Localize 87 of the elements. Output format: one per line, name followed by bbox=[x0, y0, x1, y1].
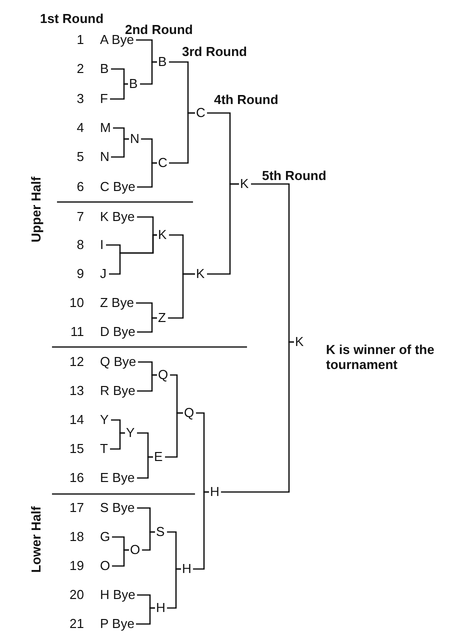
bracket-line bbox=[168, 273, 195, 319]
bracket-line bbox=[112, 549, 129, 567]
serial-number: 8 bbox=[76, 237, 84, 252]
entry-name: H bbox=[210, 484, 220, 499]
round-heading: 1st Round bbox=[40, 11, 104, 26]
bracket-line bbox=[207, 183, 239, 275]
entry-name: C Bye bbox=[100, 179, 136, 194]
serial-number: 6 bbox=[76, 179, 84, 194]
entry-name: C bbox=[196, 105, 206, 120]
round-heading: 3rd Round bbox=[182, 44, 247, 59]
entry-name: H Bye bbox=[100, 587, 136, 602]
bracket-line bbox=[137, 374, 157, 392]
entry-name: K bbox=[240, 176, 249, 191]
entry-name: H bbox=[182, 561, 192, 576]
entry-name: J bbox=[100, 266, 106, 281]
half-label: Upper Half bbox=[28, 176, 44, 244]
serial-number: 16 bbox=[70, 470, 84, 485]
entry-name: B bbox=[100, 61, 109, 76]
entry-name: M bbox=[100, 120, 111, 135]
entry-name: F bbox=[100, 91, 108, 106]
entry-name: K bbox=[295, 334, 304, 349]
serial-number: 13 bbox=[70, 383, 84, 398]
entry-name: P Bye bbox=[100, 616, 134, 631]
serial-number: 21 bbox=[70, 616, 84, 631]
serial-number: 2 bbox=[76, 61, 84, 76]
bracket-line bbox=[169, 112, 195, 164]
entry-name: S Bye bbox=[100, 500, 135, 515]
serial-number: 1 bbox=[76, 32, 84, 47]
entry-name: H bbox=[156, 600, 166, 615]
winner-note: K is winner of the tournament bbox=[326, 342, 436, 372]
serial-number: 19 bbox=[70, 558, 84, 573]
serial-number: 5 bbox=[76, 149, 84, 164]
entry-name: I bbox=[100, 237, 104, 252]
entry-name: Y bbox=[126, 425, 135, 440]
serial-number: 7 bbox=[76, 209, 84, 224]
entry-name: K bbox=[196, 266, 205, 281]
serial-number: 10 bbox=[70, 295, 84, 310]
entry-name: N bbox=[100, 149, 110, 164]
round-heading: 4th Round bbox=[214, 92, 278, 107]
entry-name: B bbox=[129, 76, 138, 91]
entry-name: Q Bye bbox=[100, 354, 136, 369]
bracket-line bbox=[137, 162, 157, 188]
entry-name: G bbox=[100, 529, 110, 544]
bracket-line bbox=[111, 138, 129, 158]
entry-name: N bbox=[130, 131, 140, 146]
bracket-line bbox=[165, 412, 183, 458]
entry-name: D Bye bbox=[100, 324, 136, 339]
serial-number: 3 bbox=[76, 91, 84, 106]
entry-name: B bbox=[158, 54, 167, 69]
serial-number: 9 bbox=[76, 266, 84, 281]
entry-name: E Bye bbox=[100, 470, 135, 485]
bracket-line bbox=[109, 234, 157, 275]
entry-name: O bbox=[130, 542, 140, 557]
bracket-line bbox=[193, 491, 209, 570]
entry-name: K Bye bbox=[100, 209, 135, 224]
round-heading: 2nd Round bbox=[125, 22, 193, 37]
entry-name: E bbox=[154, 449, 163, 464]
bracket-line bbox=[137, 456, 153, 479]
bracket-line bbox=[136, 607, 155, 625]
bracket-line bbox=[137, 317, 157, 333]
serial-number: 4 bbox=[76, 120, 84, 135]
bracket-line bbox=[110, 83, 128, 100]
entry-name: Z bbox=[158, 310, 166, 325]
serial-number: 14 bbox=[70, 412, 84, 427]
entry-name: K bbox=[158, 227, 167, 242]
bracket-line bbox=[221, 341, 294, 493]
entry-name: Y bbox=[100, 412, 109, 427]
entry-name: O bbox=[100, 558, 110, 573]
serial-number: 15 bbox=[70, 441, 84, 456]
serial-number: 20 bbox=[70, 587, 84, 602]
entry-name: C bbox=[158, 155, 168, 170]
entry-name: Q bbox=[158, 367, 168, 382]
bracket-line bbox=[140, 61, 157, 85]
bracket-line bbox=[110, 432, 125, 450]
serial-number: 18 bbox=[70, 529, 84, 544]
entry-name: R Bye bbox=[100, 383, 136, 398]
serial-number: 17 bbox=[70, 500, 84, 515]
serial-number: 12 bbox=[70, 354, 84, 369]
half-label: Lower Half bbox=[28, 505, 44, 575]
bracket-line bbox=[167, 568, 181, 609]
round-heading: 5th Round bbox=[262, 168, 326, 183]
entry-name: Z Bye bbox=[100, 295, 134, 310]
entry-name: S bbox=[156, 524, 165, 539]
entry-name: Q bbox=[184, 405, 194, 420]
serial-number: 11 bbox=[70, 324, 84, 339]
entry-name: T bbox=[100, 441, 108, 456]
bracket-line bbox=[142, 531, 155, 551]
